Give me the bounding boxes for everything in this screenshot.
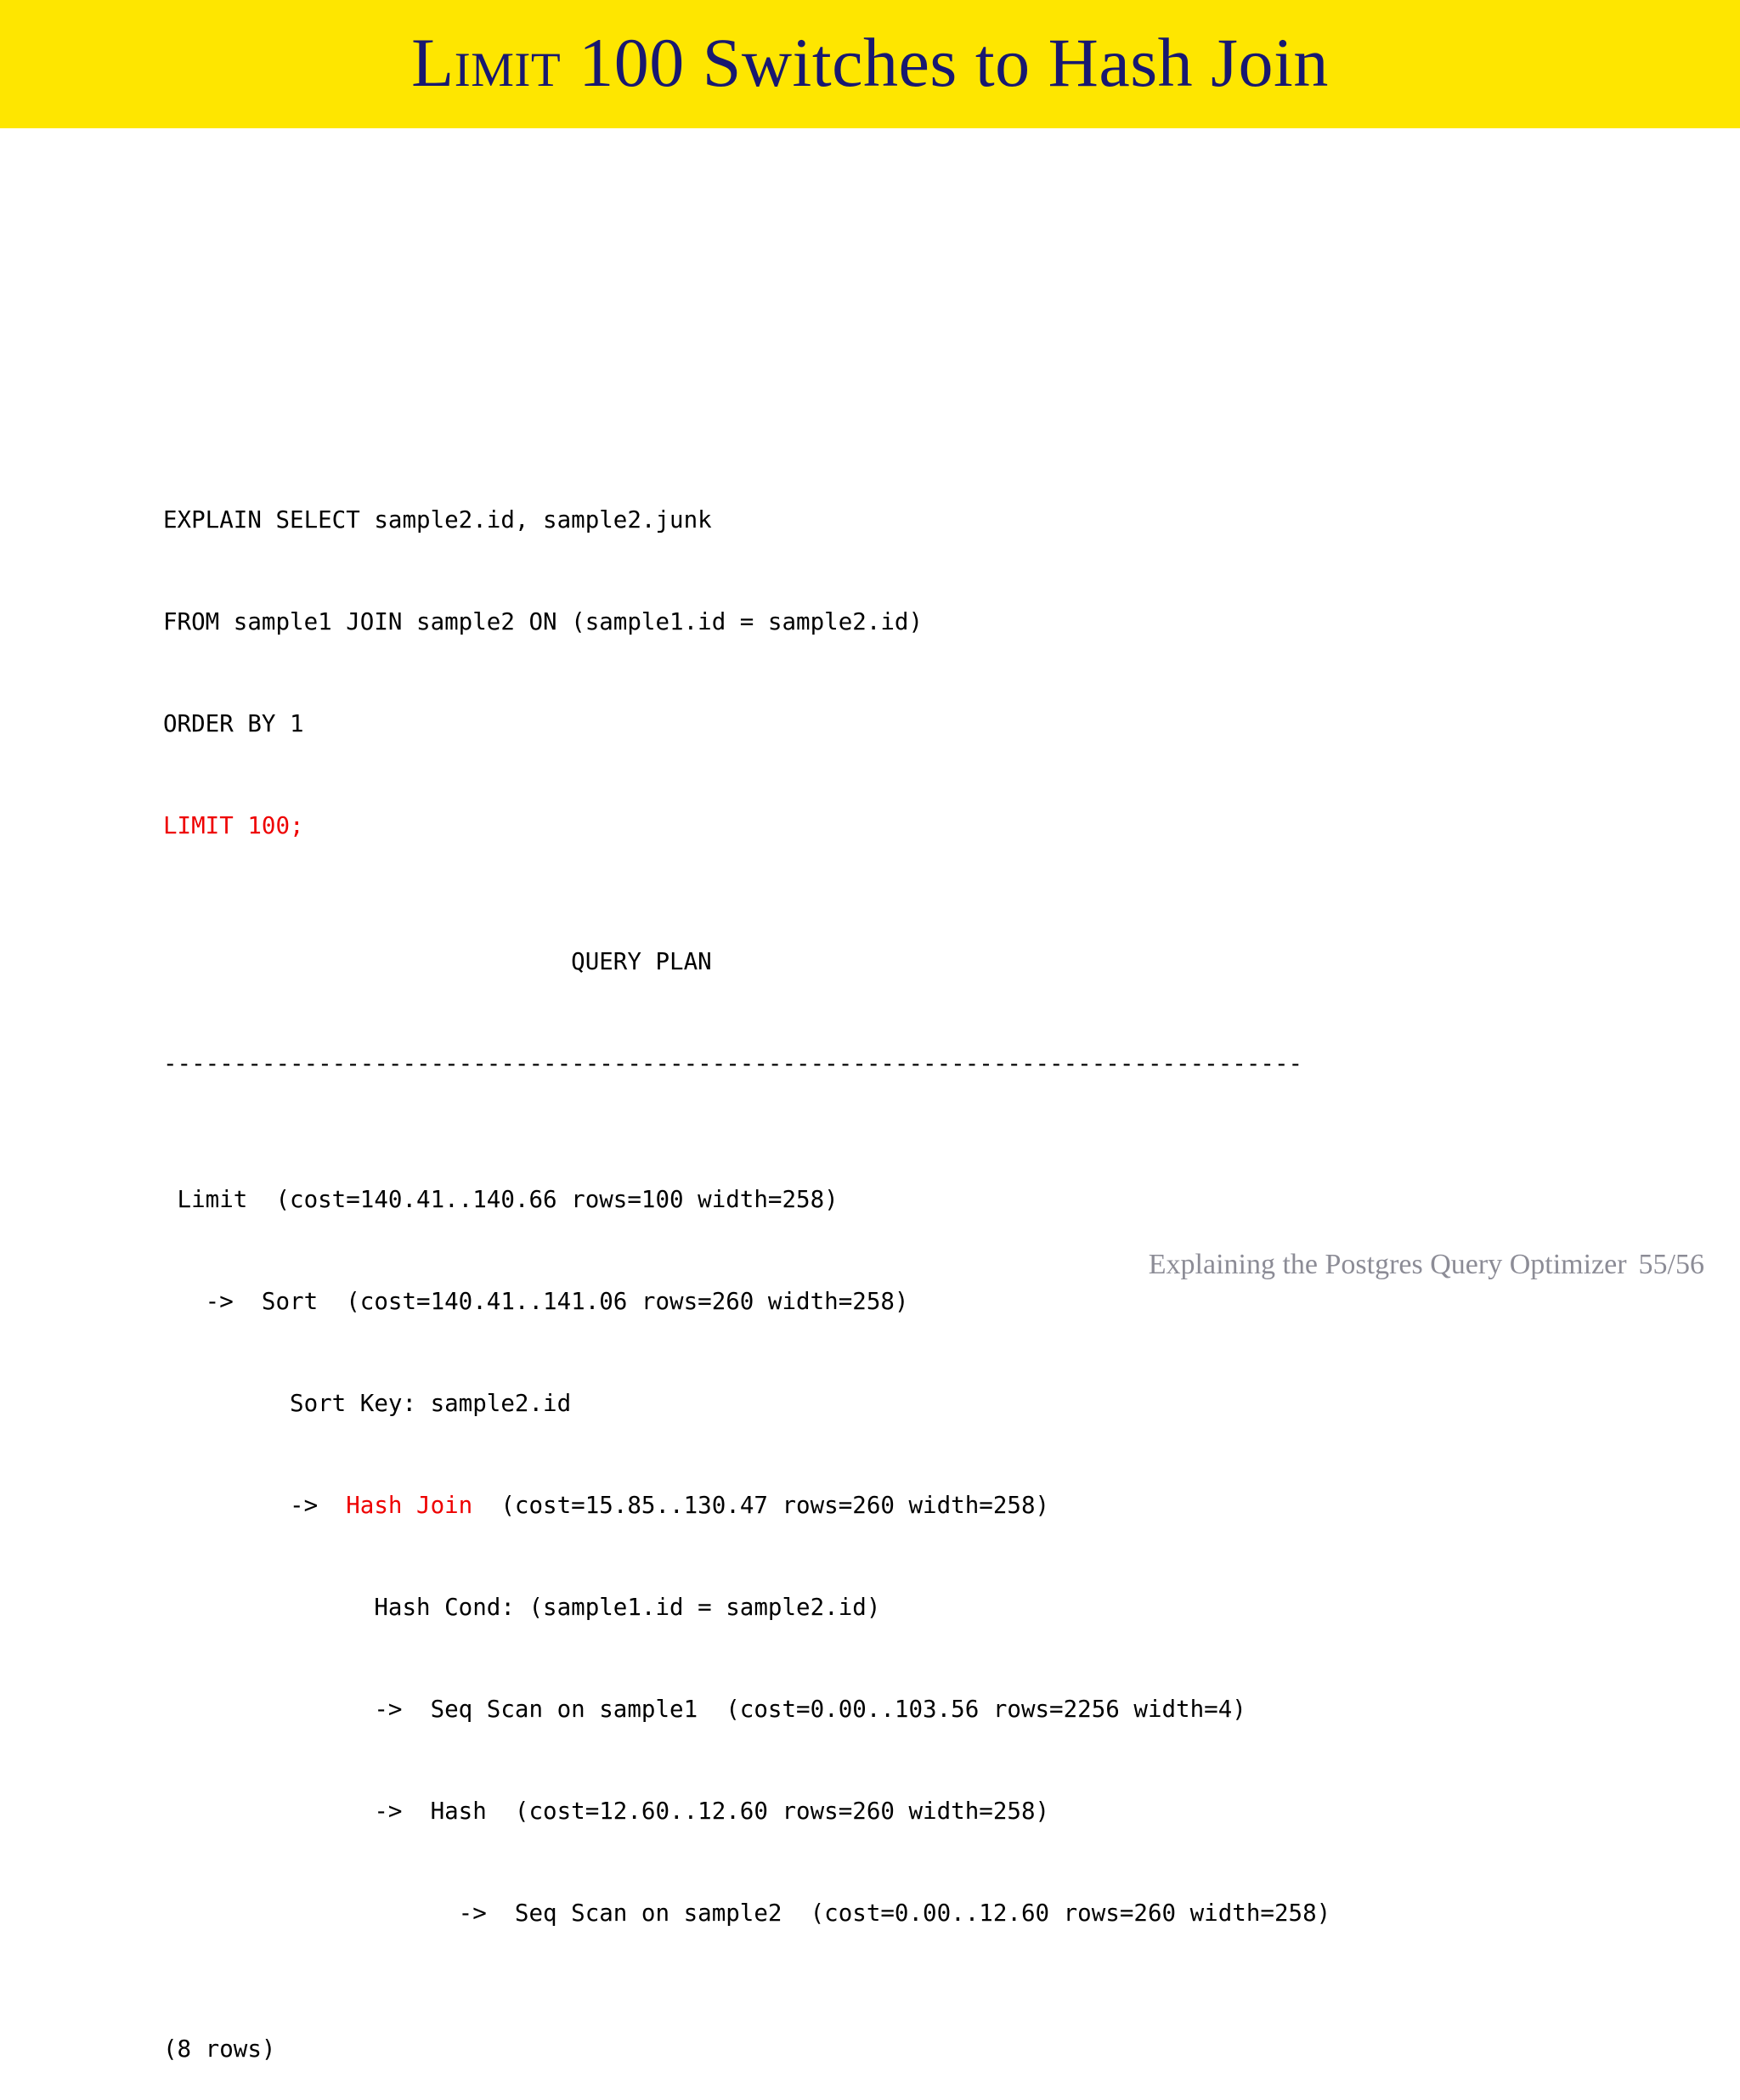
footer-deck-title: Explaining the Postgres Query Optimizer [1148, 1249, 1627, 1280]
sql-line-from: FROM sample1 JOIN sample2 ON (sample1.id… [163, 608, 924, 635]
plan-row-hash-cond: Hash Cond: (sample1.id = sample2.id) [163, 1594, 881, 1621]
plan-row-hash-join-label: Hash Join [346, 1492, 473, 1519]
plan-row-sort: -> Sort (cost=140.41..141.06 rows=260 wi… [163, 1288, 909, 1315]
plan-row-seq-scan-sample1: -> Seq Scan on sample1 (cost=0.00..103.5… [163, 1696, 1246, 1723]
plan-row-seq-scan-sample2: -> Seq Scan on sample2 (cost=0.00..12.60… [163, 1900, 1331, 1927]
sql-line-limit: LIMIT 100; [163, 812, 304, 839]
plan-row-sort-key: Sort Key: sample2.id [163, 1390, 572, 1417]
plan-row-limit: Limit (cost=140.41..140.66 rows=100 widt… [163, 1186, 839, 1213]
query-plan-separator: ----------------------------------------… [163, 1050, 1303, 1077]
footer-page-number: 55/56 [1638, 1249, 1704, 1280]
page-title-initial: L [411, 23, 455, 101]
page-title-rest: 100 Switches to Hash Join [561, 23, 1329, 101]
page-title-smallcaps: IMIT [454, 23, 562, 101]
query-plan-header: QUERY PLAN [163, 948, 712, 975]
plan-row-hash-join-indent: -> [163, 1492, 347, 1519]
plan-row-hash: -> Hash (cost=12.60..12.60 rows=260 widt… [163, 1798, 1050, 1825]
sql-line-explain: EXPLAIN SELECT sample2.id, sample2.junk [163, 506, 712, 533]
slide-footer: Explaining the Postgres Query Optimizer 5… [1149, 1249, 1704, 1281]
title-banner: LIMIT 100 Switches to Hash Join [0, 0, 1740, 128]
plan-row-hash-join-cost: (cost=15.85..130.47 rows=260 width=258) [472, 1492, 1050, 1519]
row-count-label: (8 rows) [163, 2035, 276, 2063]
page-title: LIMIT 100 Switches to Hash Join [411, 27, 1329, 98]
plan-row-hash-join: -> Hash Join (cost=15.85..130.47 rows=26… [163, 1488, 1330, 1522]
sql-line-orderby: ORDER BY 1 [163, 710, 304, 737]
